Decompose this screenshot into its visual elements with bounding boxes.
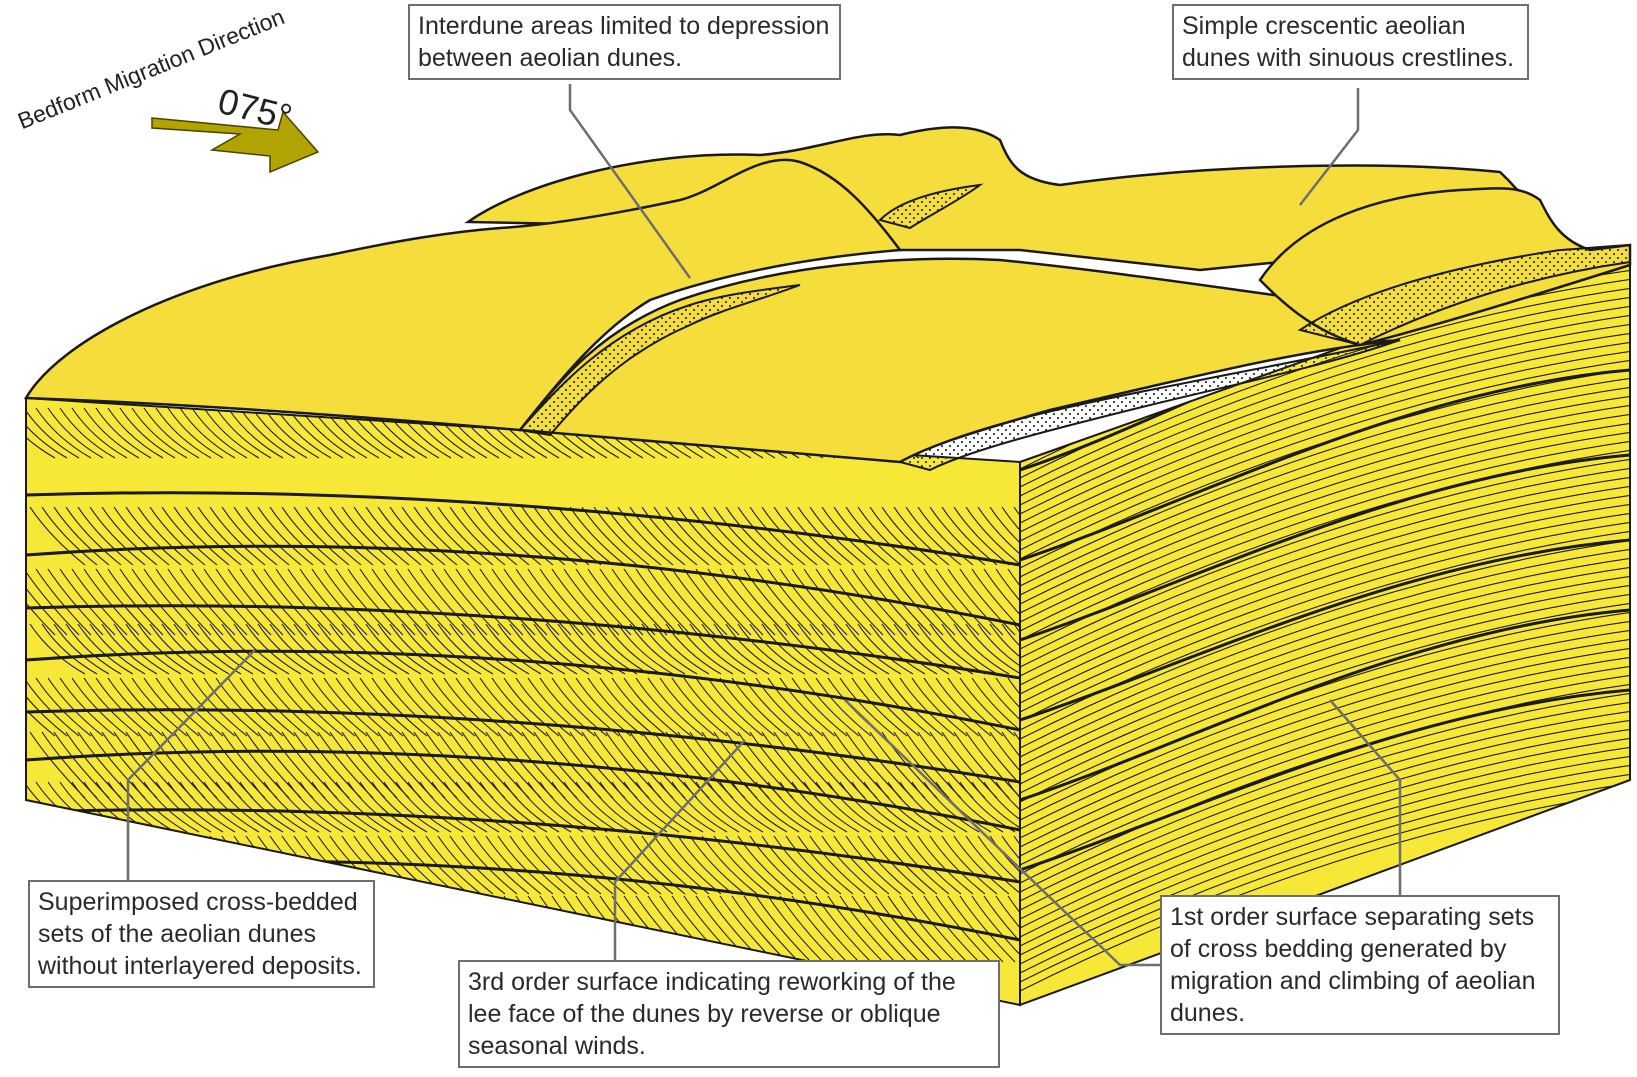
callout-interdune: Interdune areas limited to depression be… <box>408 4 841 80</box>
callout-line: Superimposed cross-bedded <box>38 886 365 918</box>
callout-line: 1st order surface separating sets <box>1170 901 1550 933</box>
foreset-line <box>480 896 535 962</box>
callout-line: dunes with sinuous crestlines. <box>1182 42 1519 74</box>
foreset-line <box>384 896 439 962</box>
callout-line: 3rd order surface indicating reworking o… <box>468 966 990 998</box>
callout-line: Simple crescentic aeolian <box>1182 10 1519 42</box>
foreset-line <box>444 896 499 962</box>
callout-line: dunes. <box>1170 997 1550 1029</box>
callout-third-order: 3rd order surface indicating reworking o… <box>458 960 1000 1068</box>
foreset-line <box>456 896 511 962</box>
callout-crescentic: Simple crescentic aeolian dunes with sin… <box>1172 4 1529 80</box>
callout-line: of cross bedding generated by <box>1170 933 1550 965</box>
callout-line: sets of the aeolian dunes <box>38 918 365 950</box>
callout-line: Interdune areas limited to depression <box>418 10 831 42</box>
callout-line: seasonal winds. <box>468 1030 990 1062</box>
callout-line: lee face of the dunes by reverse or obli… <box>468 998 990 1030</box>
callout-first-order: 1st order surface separating sets of cro… <box>1160 895 1560 1035</box>
callout-line: between aeolian dunes. <box>418 42 831 74</box>
callout-superimposed: Superimposed cross-bedded sets of the ae… <box>28 880 375 988</box>
foreset-line <box>432 896 487 962</box>
foreset-line <box>468 896 523 962</box>
callout-line: without interlayered deposits. <box>38 950 365 982</box>
foreset-line <box>396 896 451 962</box>
callout-line: migration and climbing of aeolian <box>1170 965 1550 997</box>
foreset-line <box>420 896 475 962</box>
foreset-line <box>372 896 427 962</box>
foreset-line <box>408 896 463 962</box>
